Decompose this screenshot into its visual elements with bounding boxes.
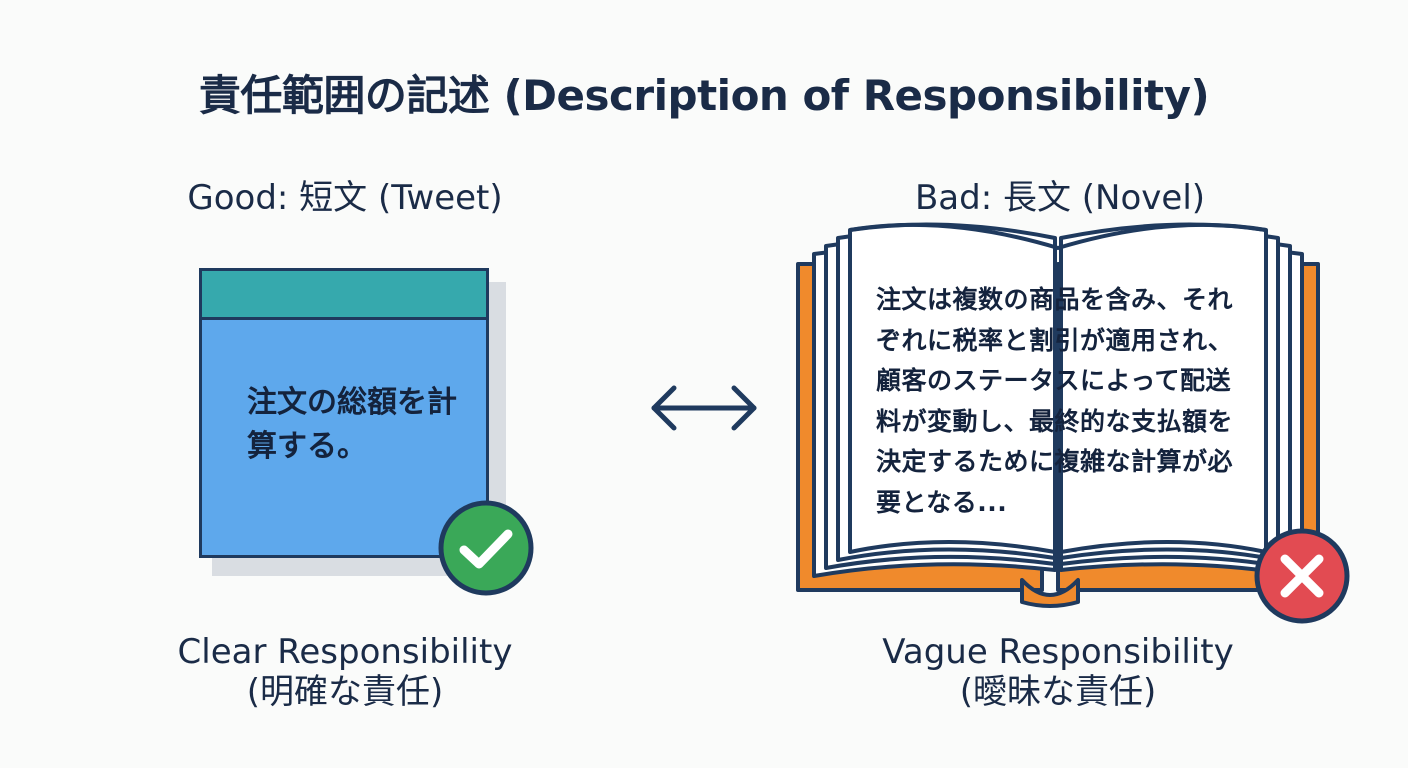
cross-icon	[1254, 528, 1350, 624]
good-caption-jp: (明確な責任)	[246, 672, 444, 712]
good-caption: Clear Responsibility (明確な責任)	[140, 632, 550, 712]
open-book-icon	[796, 222, 1320, 608]
bad-caption: Vague Responsibility (曖昧な責任)	[840, 632, 1276, 712]
sticky-note-text: 注文の総額を計算する。	[247, 385, 457, 464]
page-title: 責任範囲の記述 (Description of Responsibility)	[198, 71, 1210, 120]
book-text: 注文は複数の商品を含み、それぞれに税率と割引が適用され、顧客のステータスによって…	[876, 285, 1234, 517]
good-caption-en: Clear Responsibility	[177, 632, 513, 672]
bad-heading: Bad: 長文 (Novel)	[914, 178, 1206, 218]
bad-caption-en: Vague Responsibility	[882, 632, 1234, 672]
sticky-note-header	[202, 271, 486, 320]
double-arrow-icon	[651, 385, 757, 431]
sticky-note: 注文の総額を計算する。	[199, 268, 489, 558]
good-heading: Good: 短文 (Tweet)	[187, 178, 503, 218]
check-icon	[438, 500, 534, 596]
bad-caption-jp: (曖昧な責任)	[959, 672, 1157, 712]
